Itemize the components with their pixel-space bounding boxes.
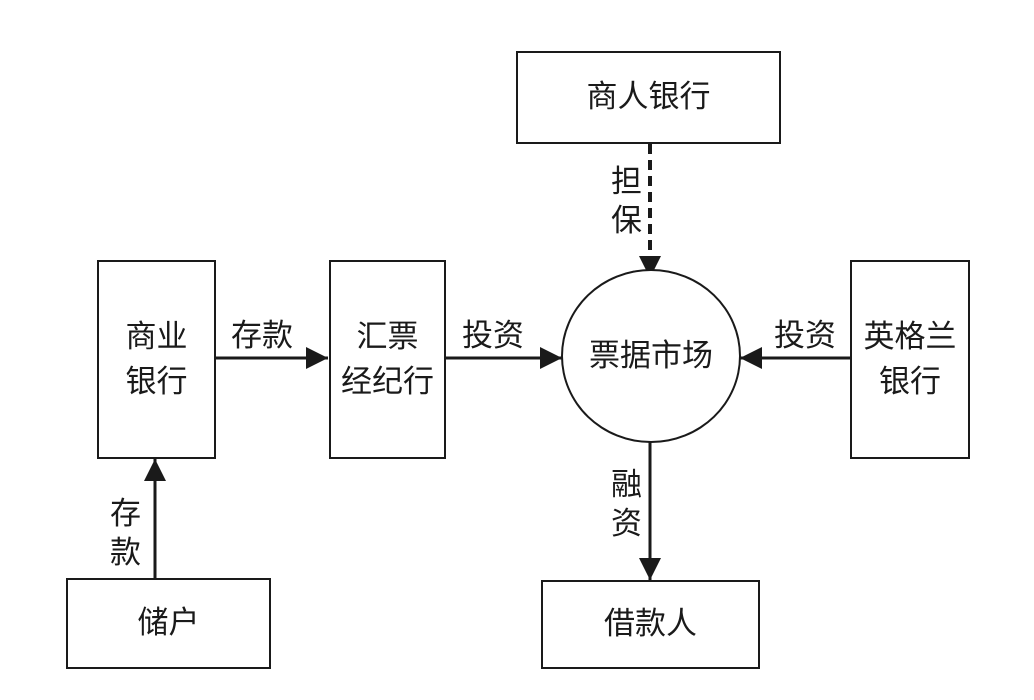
edge-label-deposit-top: 存款 <box>231 318 293 354</box>
node-bill-broker-label-line2: 经纪行 <box>341 363 434 400</box>
edge-label-financing-char1: 融 <box>611 467 642 503</box>
node-commercial-bank: 商业 银行 <box>97 260 216 459</box>
node-bank-of-england: 英格兰 银行 <box>850 260 970 459</box>
node-borrowers-label: 借款人 <box>604 606 697 643</box>
node-commercial-bank-label-line2: 银行 <box>125 363 188 400</box>
edge-label-financing: 融 资 <box>611 466 642 544</box>
edge-label-deposit-bottom: 存 款 <box>110 495 141 573</box>
edge-label-financing-char2: 资 <box>611 505 642 542</box>
edge-label-invest-boe: 投资 <box>774 318 836 354</box>
node-bill-market: 票据市场 <box>561 269 741 443</box>
node-commercial-bank-label-line1: 商业 <box>125 318 188 355</box>
node-bill-broker-label-line1: 汇票 <box>356 318 419 355</box>
edge-label-guarantee-char2: 保 <box>611 202 642 239</box>
node-depositors-label: 储户 <box>137 605 200 642</box>
node-depositors: 储户 <box>66 578 271 669</box>
edge-label-deposit-bottom-char2: 款 <box>110 534 141 571</box>
node-borrowers: 借款人 <box>541 580 760 669</box>
node-bill-broker: 汇票 经纪行 <box>329 260 446 459</box>
node-merchant-bank-label: 商人银行 <box>586 79 711 116</box>
node-bank-of-england-label-line2: 银行 <box>879 363 941 400</box>
edge-label-invest-broker: 投资 <box>462 318 524 354</box>
edge-label-deposit-bottom-char1: 存 <box>110 496 141 532</box>
edge-label-guarantee-char1: 担 <box>611 164 642 200</box>
node-bank-of-england-label-line1: 英格兰 <box>863 318 957 355</box>
node-bill-market-label: 票据市场 <box>589 337 713 374</box>
edge-label-guarantee: 担 保 <box>611 163 642 241</box>
node-merchant-bank: 商人银行 <box>516 51 781 144</box>
